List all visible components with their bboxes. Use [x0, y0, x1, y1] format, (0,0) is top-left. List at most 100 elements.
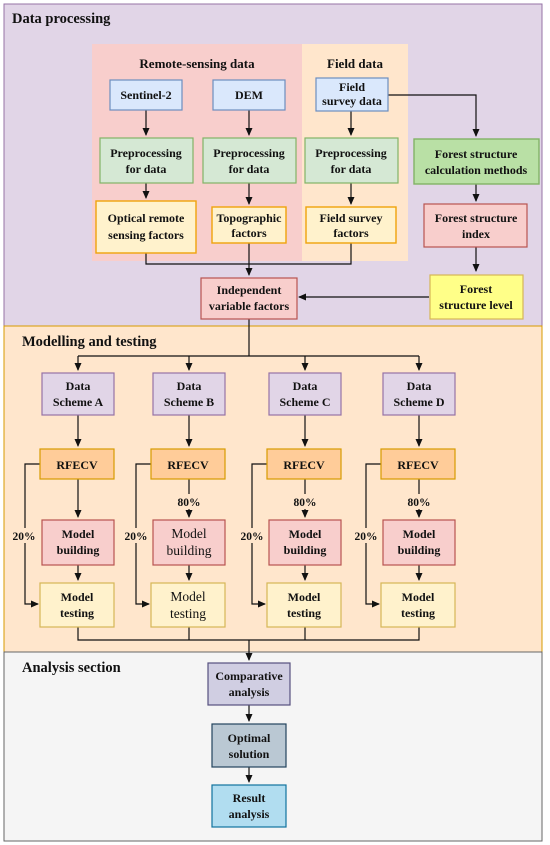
svg-text:building: building: [398, 543, 441, 557]
svg-text:sensing factors: sensing factors: [108, 228, 184, 242]
svg-text:Independent: Independent: [217, 283, 282, 297]
box-comparative-analysis: Comparative analysis: [207, 662, 291, 706]
svg-text:structure level: structure level: [439, 298, 513, 312]
train-split-label-d: 80%: [408, 497, 431, 509]
pct-bg-a: [9, 528, 39, 543]
svg-text:Data: Data: [293, 379, 318, 393]
group-title-remote: Remote-sensing data: [139, 56, 255, 71]
section-title-data-processing: Data processing: [12, 11, 111, 27]
pct-bg-b: [121, 528, 151, 543]
svg-text:Data: Data: [177, 379, 202, 393]
box-forest-structure-index: Forest structure index: [423, 203, 528, 248]
section-title-analysis: Analysis section: [22, 660, 121, 676]
svg-text:Topographic: Topographic: [217, 211, 283, 225]
svg-text:testing: testing: [60, 606, 94, 620]
test-split-label-c: 20%: [241, 531, 264, 543]
svg-text:Sentinel-2: Sentinel-2: [120, 88, 171, 102]
svg-text:testing: testing: [401, 606, 435, 620]
test-split-label-a: 20%: [13, 531, 36, 543]
svg-text:building: building: [166, 543, 211, 558]
pct-bg-c: [237, 528, 267, 543]
pct-train-bg-c: [291, 494, 319, 509]
group-title-field: Field data: [327, 56, 383, 71]
box-field-survey-data: Field survey data: [315, 77, 389, 112]
svg-text:for data: for data: [331, 162, 372, 176]
svg-text:factors: factors: [231, 226, 267, 240]
box-field-survey-factors: Field survey factors: [305, 206, 397, 244]
box-model-testing-b: Model testing: [150, 582, 226, 628]
box-rfecv-b: RFECV: [150, 448, 226, 480]
train-split-label-c: 80%: [294, 497, 317, 509]
svg-text:factors: factors: [333, 226, 369, 240]
box-model-testing-a: Model testing: [39, 582, 115, 628]
svg-text:Model: Model: [403, 527, 436, 541]
box-rfecv-d: RFECV: [380, 448, 456, 480]
box-model-building-d: Model building: [382, 519, 456, 566]
box-data-scheme-d: Data Scheme D: [382, 372, 456, 416]
box-model-building-a: Model building: [41, 519, 115, 566]
box-topographic-factors: Topographic factors: [211, 206, 287, 244]
svg-text:Data: Data: [407, 379, 432, 393]
svg-text:testing: testing: [170, 606, 206, 621]
svg-text:Scheme A: Scheme A: [53, 395, 104, 409]
svg-text:Result: Result: [233, 791, 266, 805]
svg-text:for data: for data: [126, 162, 167, 176]
svg-text:building: building: [284, 543, 327, 557]
svg-text:analysis: analysis: [229, 807, 270, 821]
svg-text:Model: Model: [402, 590, 435, 604]
svg-text:Preprocessing: Preprocessing: [315, 146, 387, 160]
box-result-analysis: Result analysis: [211, 784, 287, 828]
svg-text:Preprocessing: Preprocessing: [110, 146, 182, 160]
box-sentinel-2: Sentinel-2: [109, 79, 183, 111]
box-forest-structure-level: Forest structure level: [429, 274, 524, 320]
connectors-data-processing: [142, 94, 480, 301]
svg-text:Field survey: Field survey: [320, 211, 383, 225]
pct-train-bg-d: [405, 494, 433, 509]
train-split-label-b: 80%: [178, 497, 201, 509]
pct-bg-d: [351, 528, 381, 543]
svg-text:RFECV: RFECV: [167, 458, 209, 472]
section-title-modelling: Modelling and testing: [22, 334, 157, 350]
box-data-scheme-a: Data Scheme A: [41, 372, 115, 416]
svg-text:testing: testing: [287, 606, 321, 620]
test-split-label-d: 20%: [355, 531, 378, 543]
svg-text:Model: Model: [62, 527, 95, 541]
svg-text:Scheme B: Scheme B: [164, 395, 214, 409]
box-preprocessing-field: Preprocessing for data: [304, 137, 399, 184]
svg-text:DEM: DEM: [235, 88, 263, 102]
box-rfecv-a: RFECV: [39, 448, 115, 480]
svg-text:analysis: analysis: [229, 685, 270, 699]
box-rfecv-c: RFECV: [266, 448, 342, 480]
svg-text:index: index: [462, 227, 490, 241]
svg-text:Forest structure: Forest structure: [435, 147, 518, 161]
box-forest-structure-calculation: Forest structure calculation methods: [413, 138, 540, 185]
svg-text:Scheme D: Scheme D: [394, 395, 445, 409]
svg-text:RFECV: RFECV: [397, 458, 439, 472]
svg-text:Model: Model: [170, 589, 205, 604]
svg-text:Preprocessing: Preprocessing: [213, 146, 285, 160]
svg-text:RFECV: RFECV: [283, 458, 325, 472]
box-optimal-solution: Optimal solution: [211, 723, 287, 768]
test-split-label-b: 20%: [125, 531, 148, 543]
svg-text:survey data: survey data: [322, 94, 382, 108]
svg-text:Model: Model: [289, 527, 322, 541]
box-optical-factors: Optical remote sensing factors: [95, 200, 197, 254]
svg-text:solution: solution: [229, 747, 270, 761]
box-model-testing-d: Model testing: [380, 582, 456, 628]
box-model-building-b: Model building: [152, 519, 226, 566]
svg-text:RFECV: RFECV: [56, 458, 98, 472]
box-dem: DEM: [212, 79, 286, 111]
svg-text:Data: Data: [66, 379, 91, 393]
box-preprocessing-dem: Preprocessing for data: [202, 137, 297, 184]
svg-text:variable factors: variable factors: [209, 299, 290, 313]
svg-text:building: building: [57, 543, 100, 557]
box-data-scheme-c: Data Scheme C: [268, 372, 342, 416]
box-model-building-c: Model building: [268, 519, 342, 566]
pct-train-bg-b: [175, 494, 203, 509]
svg-text:Forest: Forest: [460, 282, 492, 296]
svg-text:Field: Field: [339, 80, 365, 94]
box-model-testing-c: Model testing: [266, 582, 342, 628]
svg-text:for data: for data: [229, 162, 270, 176]
